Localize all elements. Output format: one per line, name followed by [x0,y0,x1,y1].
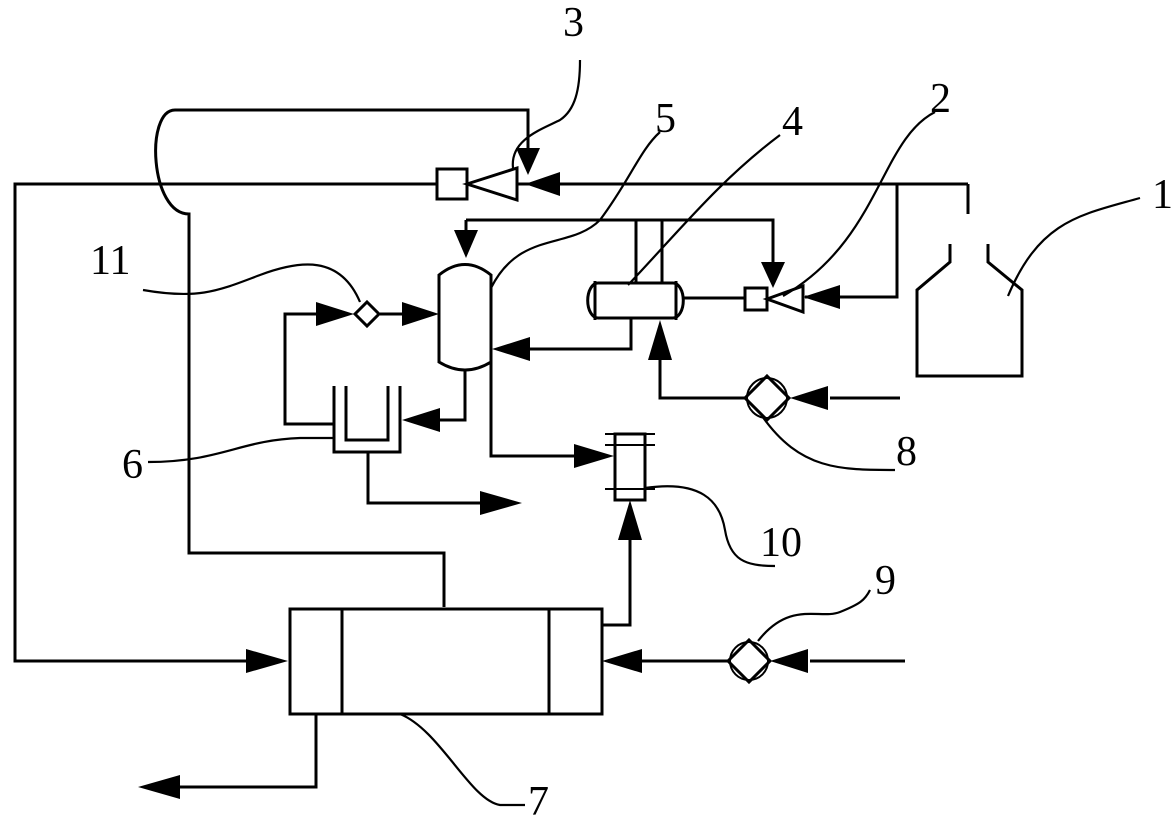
number-labels: 1 2 3 4 5 6 7 8 9 10 11 [90,0,1173,824]
leader-10 [644,485,776,568]
label-3: 3 [563,0,584,46]
line-exchanger4-to-separator5 [492,318,633,361]
heat-exchanger-4 [586,281,685,320]
line-7-to-10 [602,500,642,627]
label-11: 11 [90,238,130,284]
arrow-into-separator-5-left [402,302,439,326]
ejector-3-motive-loop [154,108,540,607]
arrow-into-10 [574,444,614,468]
separator-5 [437,263,493,372]
arrow-into-pump-9 [770,649,808,673]
leader-6 [147,436,334,464]
leader-8 [761,415,896,472]
pump-11-loop [283,299,439,426]
arrow-up-into-10 [618,500,642,540]
label-5: 5 [655,96,676,142]
leader-1 [1006,196,1141,297]
label-10: 10 [760,520,802,566]
label-1: 1 [1152,172,1173,218]
ejector-2 [683,283,805,315]
exchanger-7-body [288,607,604,716]
distribution-line [454,218,785,288]
leader-4 [627,134,781,286]
label-4: 4 [782,99,803,145]
exchanger-7 [138,607,604,799]
pump-8 [742,373,792,423]
arrow-into-ejector-3 [525,172,560,196]
arrow-up-into-exchanger-4 [648,320,672,360]
arrow-into-ejector-2 [803,285,840,309]
leader-3 [511,59,582,169]
arrow-into-6 [402,408,440,432]
leader-2 [782,111,936,297]
pump-11 [352,299,382,329]
arrow-out-from-7 [138,775,180,799]
filter-10 [605,432,655,502]
seal-pot-6 [332,386,522,515]
tank-1 [915,184,1024,378]
line-separator5-to-10 [489,290,614,468]
arrow-into-pump-8 [790,386,828,410]
leader-11 [142,263,362,303]
label-2: 2 [930,76,951,122]
leader-7 [399,712,525,807]
ejector-2-nozzle [762,283,805,315]
label-9: 9 [875,558,896,604]
label-7: 7 [528,779,549,824]
arrow-into-exchanger-7-left [246,649,288,673]
arrow-down-ejector-2 [761,262,785,288]
ejector-3-nozzle [462,165,519,203]
arrow-into-exchanger-7-right [602,649,642,673]
arrow-into-separator-5 [454,230,478,258]
leader-lines [142,59,1141,807]
leader-9 [757,589,871,642]
label-8: 8 [896,429,917,475]
pump-9-line [602,637,905,685]
arrow-into-pump-11 [316,302,354,326]
ejector-3 [435,165,519,203]
arrow-down-ejector-3 [516,148,540,175]
filter-10-body [613,432,647,502]
line-separator5-to-6 [402,370,467,432]
exchanger-4-shell [586,281,685,320]
leader-5 [490,131,661,289]
arrow-into-separator-5-side [492,337,530,361]
arrow-out-from-6 [480,491,522,515]
pump-8-line [648,320,900,423]
pump-9 [725,637,773,685]
separator-5-body [437,263,493,372]
branch-to-ejector-2 [803,184,899,309]
label-6: 6 [122,442,143,488]
